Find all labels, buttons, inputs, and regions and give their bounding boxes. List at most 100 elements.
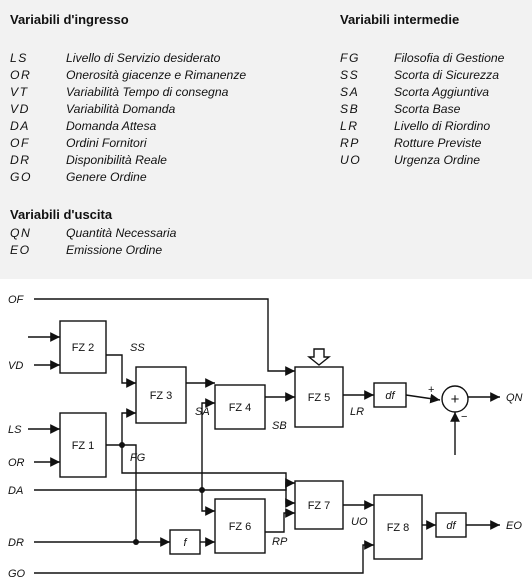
wire-rp [265,508,295,533]
block-diagram: FZ 2 FZ 1 FZ 3 FZ 4 FZ 5 df FZ 7 FZ 6 f … [8,294,523,580]
sum-symbol: + [451,391,460,408]
signal-fg-label: FG [130,452,146,464]
fz5-label: FZ 5 [308,392,331,404]
legend-desc: Filosofia di Gestione [394,51,505,65]
legend-desc: Livello di Servizio desiderato [66,51,221,65]
legend-panel: Variabili d'ingresso Variabili intermedi… [0,0,532,279]
wire-da-fz4 [201,398,215,490]
fz7-block [294,480,344,530]
fz2-block [59,320,107,374]
sum-minus-sign: − [461,411,467,423]
signal-sb-label: SB [272,420,287,432]
wire-feedback [122,444,137,542]
legend-desc: Genere Ordine [66,170,147,184]
input-vd-label: VD [8,360,23,372]
fz1-block [59,412,107,478]
wire-df-sum [405,393,441,404]
blocks [59,320,469,560]
f-block [169,529,201,555]
junction-dot [199,487,205,493]
legend-desc: Emissione Ordine [66,243,163,257]
legend-abbr: EO [10,243,31,257]
legend-desc: Quantità Necessaria [66,226,177,240]
input-variables-title: Variabili d'ingresso [10,12,129,27]
fz2-label: FZ 2 [72,342,95,354]
intermediate-variables-title: Variabili intermedie [340,12,460,27]
legend-abbr: FG [340,51,360,65]
f-label: f [183,537,187,549]
legend-desc: Scorta Aggiuntiva [394,85,490,99]
legend-desc: Domanda Attesa [66,119,157,133]
wire-ss [106,354,136,388]
input-of-label: OF [8,294,25,306]
input-ls-label: LS [8,424,22,436]
input-dr-label: DR [8,537,24,549]
fz3-block [135,366,187,424]
legend-abbr: RP [340,136,360,150]
wire-of [34,298,295,376]
legend-desc: Scorta di Sicurezza [394,68,499,82]
df2-block [435,512,467,538]
fz6-label: FZ 6 [229,521,252,533]
legend-desc: Variabilità Domanda [66,102,176,116]
output-eo-label: EO [506,520,522,532]
fz1-label: FZ 1 [72,440,95,452]
legend-abbr: LR [340,119,359,133]
connections [28,298,500,574]
legend-desc: Onerosità giacenze e Rimanenze [66,68,247,82]
signal-lr-label: LR [350,406,364,418]
signal-rp-label: RP [272,536,288,548]
wire-da-fz6 [201,490,215,516]
sum-plus-sign: + [428,384,434,396]
legend-desc: Variabilità Tempo di consegna [66,85,229,99]
legend-abbr: LS [10,51,28,65]
input-go-label: GO [8,568,26,580]
legend-abbr: OF [10,136,30,150]
fz4-block [214,384,266,430]
legend-desc: Urgenza Ordine [394,153,481,167]
legend-desc: Disponibilità Reale [66,153,167,167]
output-qn-label: QN [506,392,523,404]
df2-label: df [446,520,456,532]
junction-dot [119,442,125,448]
legend-desc: Rotture Previste [394,136,482,150]
legend-abbr: UO [340,153,362,167]
fz8-block [373,494,423,560]
output-variables-title: Variabili d'uscita [10,207,113,222]
separator [0,279,532,285]
wire-da [34,478,295,491]
wire-fg-fz3 [106,408,136,446]
legend-abbr: QN [10,226,32,240]
legend-desc: Ordini Fornitori [66,136,147,150]
signal-uo-label: UO [351,516,368,528]
fz3-label: FZ 3 [150,390,173,402]
fz5-block [294,366,344,428]
fz8-label: FZ 8 [387,522,410,534]
legend-abbr: VT [10,85,29,99]
legend-abbr: OR [10,68,32,82]
input-da-label: DA [8,485,23,497]
legend-abbr: SB [340,102,360,116]
wire-fg-down [121,445,295,508]
legend-abbr: VD [10,102,30,116]
fz4-label: FZ 4 [229,402,252,414]
legend-desc: Scorta Base [394,102,461,116]
sum-junction [441,385,469,413]
wire-go [34,540,374,574]
junction-dot [133,539,139,545]
legend-abbr: SA [340,85,360,99]
junction-dots [119,442,205,545]
fz7-label: FZ 7 [308,500,331,512]
fz6-block [214,498,266,554]
signal-sa-label: SA [195,406,210,418]
fz5-hollow-arrow [307,348,331,366]
input-or-label: OR [8,457,25,469]
legend-abbr: SS [340,68,360,82]
legend-abbr: GO [10,170,32,184]
df1-block [373,382,407,408]
df1-label: df [385,390,395,402]
legend-desc: Livello di Riordino [394,119,491,133]
legend-abbr: DR [10,153,31,167]
signal-ss-label: SS [130,342,145,354]
legend-abbr: DA [10,119,30,133]
